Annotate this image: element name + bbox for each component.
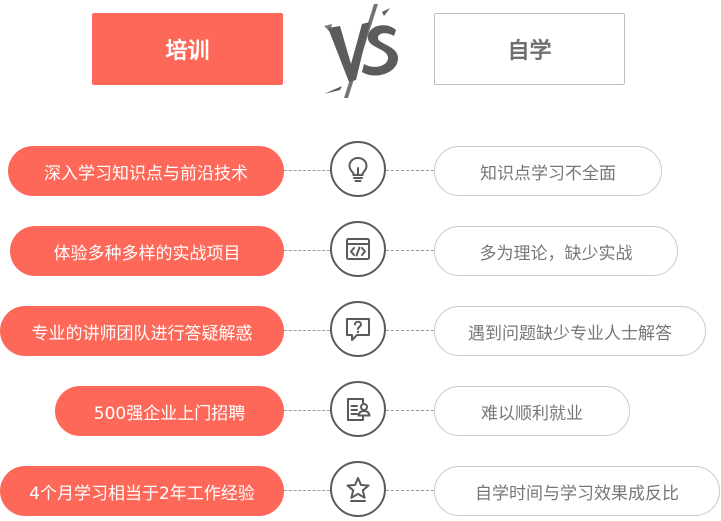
star-badge-icon xyxy=(346,477,370,502)
vs-brush-icon xyxy=(324,4,398,98)
self-study-point: 知识点学习不全面 xyxy=(434,146,662,196)
connector-line xyxy=(386,170,434,171)
connector-line xyxy=(386,330,434,331)
connector-line xyxy=(386,490,434,491)
training-point: 4个月学习相当于2年工作经验 xyxy=(0,466,284,516)
training-point: 500强企业上门招聘 xyxy=(55,386,284,436)
self-study-point: 难以顺利就业 xyxy=(434,386,630,436)
self-study-point: 自学时间与学习效果成反比 xyxy=(434,466,720,516)
training-point: 体验多种多样的实战项目 xyxy=(10,226,284,276)
training-header: 培训 xyxy=(92,13,283,85)
connector-line xyxy=(284,490,330,491)
icon-circle xyxy=(330,221,386,277)
self-study-point: 遇到问题缺少专业人士解答 xyxy=(434,306,706,356)
icon-circle xyxy=(330,141,386,197)
connector-line xyxy=(284,330,330,331)
resume-icon xyxy=(347,398,371,421)
code-window-icon xyxy=(346,238,370,260)
connector-line xyxy=(284,250,330,251)
connector-line xyxy=(284,170,330,171)
connector-line xyxy=(386,410,434,411)
comparison-row: 4个月学习相当于2年工作经验 自学时间与学习效果成反比 xyxy=(0,461,721,518)
icon-circle xyxy=(330,381,386,437)
comparison-row: 500强企业上门招聘 难以顺利就业 xyxy=(0,381,721,438)
comparison-row: 深入学习知识点与前沿技术 知识点学习不全面 xyxy=(0,141,721,198)
icon-circle xyxy=(330,461,386,517)
comparison-row: 体验多种多样的实战项目 多为理论，缺少实战 xyxy=(0,221,721,278)
comparison-row: 专业的讲师团队进行答疑解惑 遇到问题缺少专业人士解答 xyxy=(0,301,721,358)
self-study-point: 多为理论，缺少实战 xyxy=(434,226,678,276)
training-point: 专业的讲师团队进行答疑解惑 xyxy=(0,306,284,356)
connector-line xyxy=(386,250,434,251)
lightbulb-icon xyxy=(348,156,368,182)
connector-line xyxy=(284,410,330,411)
icon-circle xyxy=(330,301,386,357)
question-bubble-icon xyxy=(346,318,370,341)
training-point: 深入学习知识点与前沿技术 xyxy=(8,146,284,196)
self-study-header: 自学 xyxy=(434,13,625,85)
